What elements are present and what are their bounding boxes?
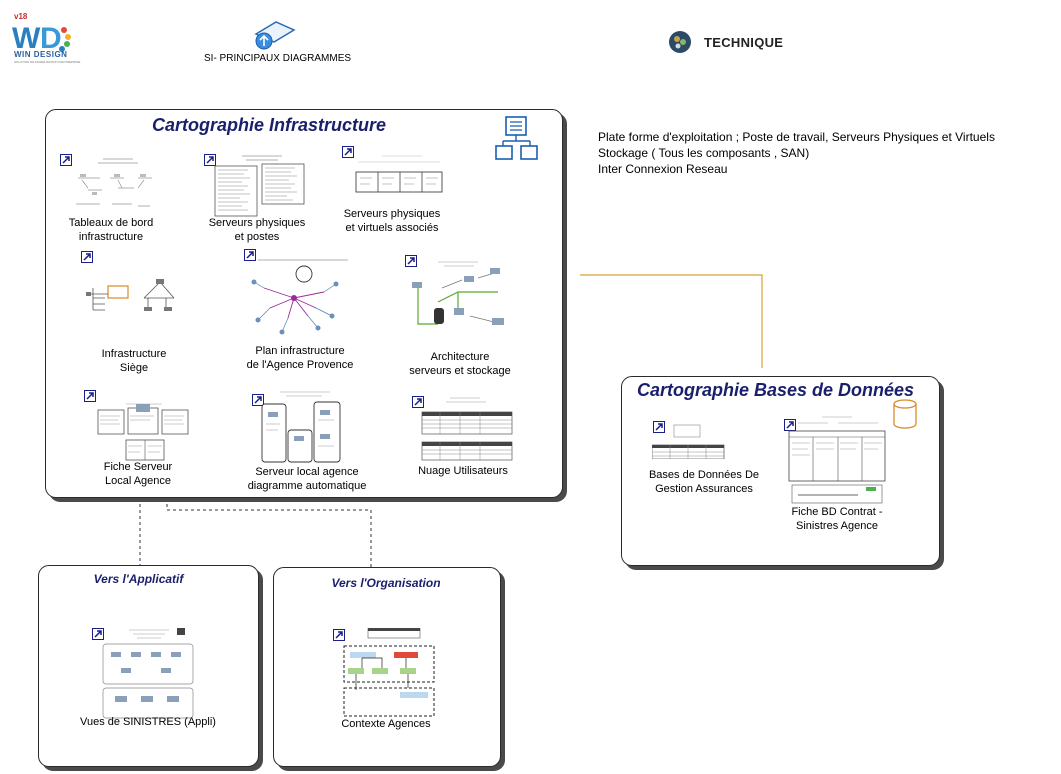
item-label: Tableaux de bord infrastructure	[68, 217, 154, 243]
item-label: Contexte Agences	[341, 718, 431, 730]
item-label: Bases de Données De Gestion Assurances	[648, 469, 760, 495]
description-line: Inter Connexion Reseau	[598, 162, 728, 176]
applicatif-title: Vers l'Applicatif	[93, 572, 184, 586]
thumbnail-serveur-local-auto[interactable]	[260, 390, 346, 464]
item-label: Infrastructure Siège	[101, 348, 167, 374]
thumbnail-bdd-assurances[interactable]	[652, 423, 726, 459]
bdd-title: Cartographie Bases de Données	[636, 380, 915, 400]
item-label: Nuage Utilisateurs	[418, 465, 508, 477]
link-shortcut-icon[interactable]	[92, 628, 104, 640]
link-shortcut-icon[interactable]	[405, 255, 417, 267]
thumbnail-fiche-bd-contrat[interactable]	[788, 415, 886, 505]
description-line: Stockage ( Tous les composants , SAN)	[598, 146, 810, 160]
infra-panel: Cartographie Infrastructure Tableaux de …	[45, 109, 563, 498]
thumbnail-nuage-utilisateurs[interactable]	[420, 394, 514, 464]
thumbnail-contexte-agences[interactable]	[340, 628, 436, 720]
applicatif-panel: Vers l'Applicatif Vues de SINISTRES (App…	[38, 565, 259, 767]
organisation-panel: Vers l'Organisation Contexte Agences	[273, 567, 501, 767]
item-label: Serveurs physiques et postes	[208, 217, 306, 243]
thumbnail-tableaux-bord[interactable]	[68, 154, 158, 214]
link-shortcut-icon[interactable]	[784, 419, 796, 431]
infra-title: Cartographie Infrastructure	[151, 115, 387, 135]
item-label: Fiche Serveur Local Agence	[103, 461, 173, 487]
link-shortcut-icon[interactable]	[60, 154, 72, 166]
si-diagram-icon[interactable]	[254, 20, 296, 52]
database-icon	[893, 399, 917, 429]
link-shortcut-icon[interactable]	[252, 394, 264, 406]
link-shortcut-icon[interactable]	[84, 390, 96, 402]
link-shortcut-icon[interactable]	[244, 249, 256, 261]
thumbnail-architecture-stockage[interactable]	[408, 258, 508, 344]
item-label: Serveurs physiques et virtuels associés	[343, 208, 441, 234]
windesign-logo: v18 W D WIN DESIGN SOLUTION DE MODÉLISAT…	[10, 12, 80, 64]
thumbnail-infrastructure-siege[interactable]	[78, 276, 182, 326]
thumbnail-vues-sinistres[interactable]	[101, 624, 197, 720]
item-label: Serveur local agence diagramme automatiq…	[247, 466, 367, 492]
thumbnail-fiche-serveur[interactable]	[96, 402, 190, 462]
description-line: Plate forme d'exploitation ; Poste de tr…	[598, 130, 995, 144]
technique-icon	[669, 31, 691, 53]
link-shortcut-icon[interactable]	[204, 154, 216, 166]
description: Plate forme d'exploitation ; Poste de tr…	[598, 129, 995, 177]
organisation-title: Vers l'Organisation	[331, 576, 441, 590]
thumbnail-serveurs-postes[interactable]	[212, 152, 308, 218]
technique-label: TECHNIQUE	[704, 35, 784, 50]
svg-text:W: W	[12, 22, 41, 55]
logo-mark-icon: W D	[12, 22, 71, 55]
connector-infra-organisation	[166, 498, 372, 567]
item-label: Fiche BD Contrat - Sinistres Agence	[791, 506, 883, 532]
item-label: Vues de SINISTRES (Appli)	[80, 716, 216, 728]
link-shortcut-icon[interactable]	[653, 421, 665, 433]
item-label: Plan infrastructure de l'Agence Provence	[246, 345, 354, 371]
logo-version: v18	[14, 12, 28, 21]
si-principaux-label[interactable]: SI- PRINCIPAUX DIAGRAMMES	[204, 53, 352, 64]
link-shortcut-icon[interactable]	[81, 251, 93, 263]
link-shortcut-icon[interactable]	[412, 396, 424, 408]
svg-text:D: D	[40, 22, 62, 55]
link-shortcut-icon[interactable]	[333, 629, 345, 641]
link-shortcut-icon[interactable]	[342, 146, 354, 158]
thumbnail-serveurs-virtuels[interactable]	[352, 150, 444, 200]
thumbnail-plan-agence-provence[interactable]	[244, 258, 354, 342]
logo-tagline: SOLUTION DE MODÉLISATION D'ENTREPRISE	[14, 60, 81, 64]
connector-infra-bdd	[580, 274, 763, 368]
bdd-panel: Cartographie Bases de Données Bases de D…	[621, 376, 940, 566]
item-label: Architecture serveurs et stockage	[409, 351, 511, 377]
network-hierarchy-icon	[495, 116, 538, 160]
logo-name: WIN DESIGN	[14, 50, 68, 59]
